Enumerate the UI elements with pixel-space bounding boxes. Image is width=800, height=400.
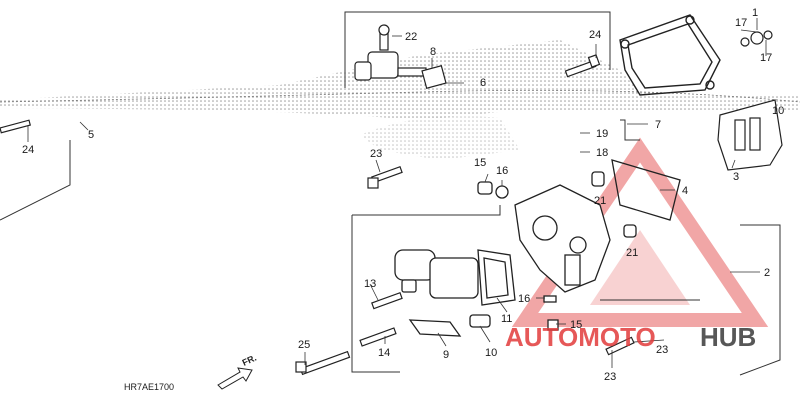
watermark-text-hub: HUB: [700, 322, 756, 352]
callout-24: 24: [22, 144, 34, 156]
callout-7: 7: [655, 119, 661, 131]
callout-18: 18: [596, 147, 608, 159]
callout-1: 1: [752, 7, 758, 19]
watermark-text-automoto: AUTOMOTO: [505, 322, 656, 352]
callout-23: 23: [656, 344, 668, 356]
leader-lines: [27, 18, 767, 368]
callout-23: 23: [604, 371, 616, 383]
diagram-code: HR7AE1700: [124, 382, 174, 392]
group-frames: [0, 11, 781, 376]
transmission-housing: [0, 40, 800, 160]
callout-15: 15: [570, 319, 582, 331]
callout-3: 3: [733, 171, 739, 183]
direction-label: FR.: [241, 353, 258, 368]
callout-15: 15: [474, 157, 486, 169]
callout-4: 4: [682, 185, 688, 197]
shift-solenoid-lower: [394, 249, 516, 337]
shift-solenoid-upper: [354, 24, 447, 90]
front-direction-arrow: FR.: [217, 353, 258, 390]
callout-19: 19: [596, 128, 608, 140]
callout-14: 14: [378, 347, 390, 359]
callout-2: 2: [764, 267, 770, 279]
callout-22: 22: [405, 31, 417, 43]
callout-10: 10: [772, 105, 784, 117]
callout-21: 21: [594, 195, 606, 207]
callout-9: 9: [443, 349, 449, 361]
callout-10: 10: [485, 347, 497, 359]
callout-5: 5: [88, 129, 94, 141]
callout-23: 23: [370, 148, 382, 160]
callout-labels: 22 8 6 24 17 1 17 10 19 18 7 4 3 23 15 1…: [22, 7, 784, 383]
callout-25: 25: [298, 339, 310, 351]
callout-17: 17: [735, 17, 747, 29]
callout-24: 24: [589, 29, 601, 41]
callout-13: 13: [364, 278, 376, 290]
cover-gasket: [619, 14, 721, 96]
watermark-logo: AUTOMOTO HUB: [505, 322, 756, 352]
callout-21: 21: [626, 247, 638, 259]
callout-16: 16: [496, 165, 508, 177]
callout-6: 6: [480, 77, 486, 89]
callout-16: 16: [518, 293, 530, 305]
flange-bolts: [0, 30, 773, 376]
callout-17: 17: [760, 52, 772, 64]
callout-8: 8: [430, 46, 436, 58]
valve-body: [477, 159, 681, 331]
callout-11: 11: [501, 313, 512, 325]
oil-pump-body: [717, 99, 783, 171]
